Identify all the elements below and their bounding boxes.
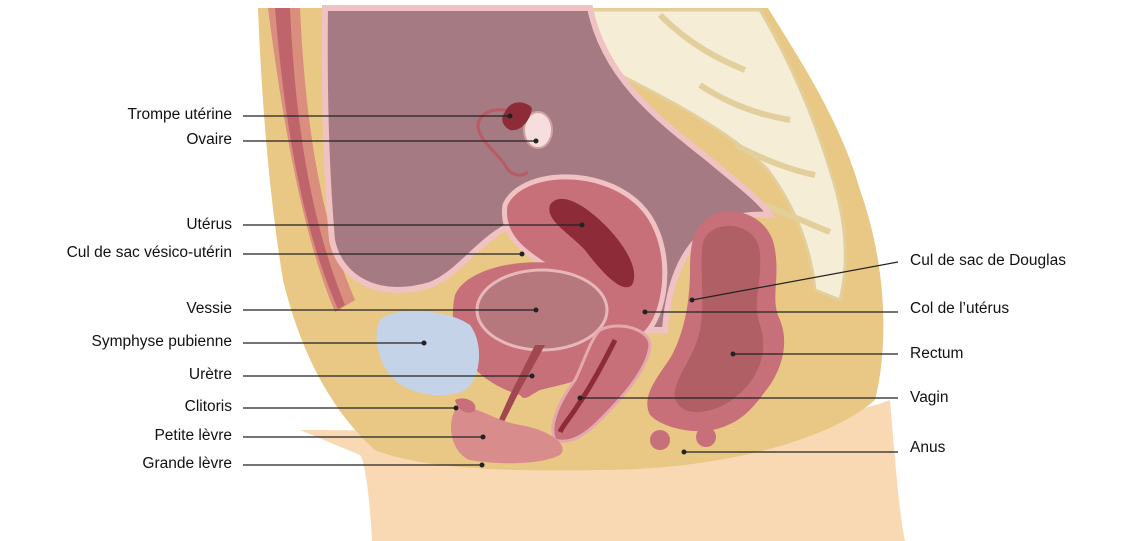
label-trompe-uterine: Trompe utérine <box>127 106 232 124</box>
label-rectum: Rectum <box>910 345 963 363</box>
dot-trompe <box>508 114 513 119</box>
dot-petite-levre <box>481 435 486 440</box>
label-grande-levre: Grande lèvre <box>142 455 232 473</box>
dot-col <box>643 310 648 315</box>
label-cul-de-sac-vesico-uterin: Cul de sac vésico-utérin <box>67 244 232 262</box>
label-uretre: Urètre <box>189 366 232 384</box>
label-uterus: Utérus <box>186 216 232 234</box>
dot-cul-vesico <box>520 252 525 257</box>
label-petite-levre: Petite lèvre <box>154 427 232 445</box>
label-ovaire: Ovaire <box>186 131 232 149</box>
dot-rectum <box>731 352 736 357</box>
dot-uretre <box>530 374 535 379</box>
label-vessie: Vessie <box>186 300 232 318</box>
dot-grande-levre <box>480 463 485 468</box>
label-symphyse-pubienne: Symphyse pubienne <box>92 333 232 351</box>
label-clitoris: Clitoris <box>185 398 232 416</box>
label-cul-de-sac-de-douglas: Cul de sac de Douglas <box>910 252 1066 270</box>
dot-vessie <box>534 308 539 313</box>
label-col-de-l-uterus: Col de l’utérus <box>910 300 1009 318</box>
dot-symphyse <box>422 341 427 346</box>
anus-sphincter-right <box>696 427 716 447</box>
dot-ovaire <box>534 139 539 144</box>
label-anus: Anus <box>910 439 945 457</box>
anus-sphincter-left <box>650 430 670 450</box>
label-vagin: Vagin <box>910 389 949 407</box>
dot-douglas <box>690 298 695 303</box>
dot-uterus <box>580 223 585 228</box>
dot-anus <box>682 450 687 455</box>
dot-clitoris <box>454 406 459 411</box>
dot-vagin <box>578 396 583 401</box>
